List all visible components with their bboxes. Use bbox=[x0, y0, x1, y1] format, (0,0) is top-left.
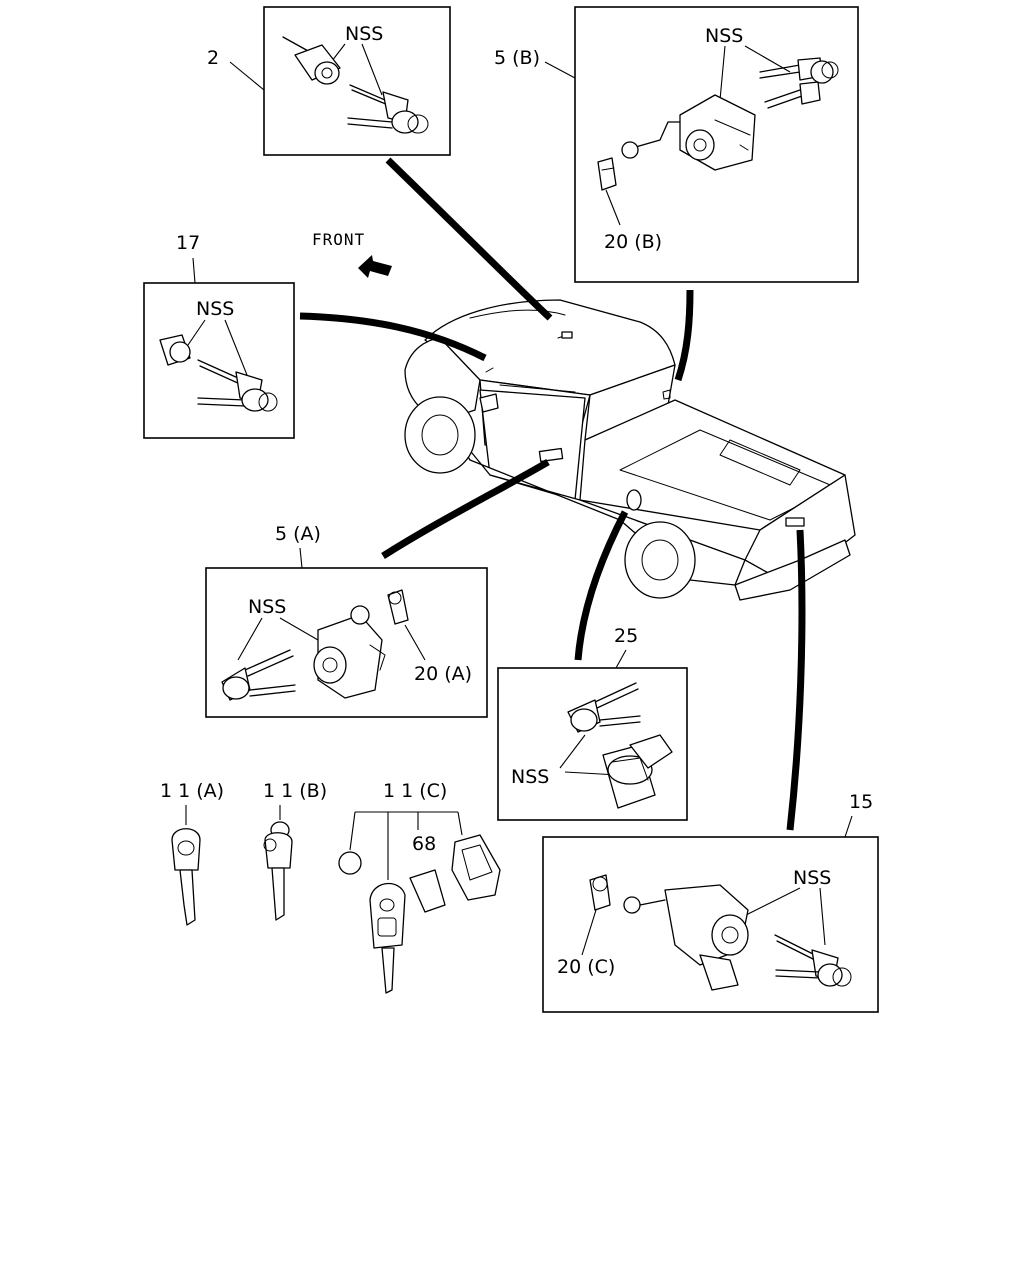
front-direction-indicator: FRONT bbox=[312, 230, 392, 278]
front-label: FRONT bbox=[312, 230, 365, 249]
nss-label-part-25: NSS bbox=[511, 766, 549, 788]
callout-box-part-5b: 5 (B) NSS 20 (B) bbox=[494, 6, 859, 283]
key-variants-group: 1 1 (A) 1 1 (B) 1 1 (C) 68 bbox=[160, 780, 501, 994]
callout-box-part-5a: 5 (A) NSS 20 (A) bbox=[205, 523, 488, 718]
part-5a-label: 5 (A) bbox=[275, 523, 321, 545]
part-68-label: 68 bbox=[412, 833, 436, 855]
door-lock-cylinder-icon bbox=[313, 605, 386, 699]
rear-lock-cylinder-icon bbox=[623, 884, 749, 991]
nss-label-part-17: NSS bbox=[196, 298, 234, 320]
front-arrow-icon bbox=[358, 255, 392, 278]
part-2-label: 2 bbox=[207, 47, 219, 69]
ignition-cylinder-icon bbox=[282, 36, 341, 85]
nss-label-part-15: NSS bbox=[793, 867, 831, 889]
part-25-label: 25 bbox=[614, 625, 638, 647]
part-20c-label: 20 (C) bbox=[557, 956, 615, 978]
battery-icon bbox=[338, 851, 362, 875]
nss-label-part-5a: NSS bbox=[248, 596, 286, 618]
clip-20a-icon bbox=[387, 589, 409, 625]
key-pair-icon bbox=[567, 682, 641, 733]
fuel-lid-lock-icon bbox=[602, 734, 673, 809]
key-pair-icon bbox=[774, 934, 852, 987]
key-pair-icon bbox=[197, 359, 278, 412]
part-11b-label: 1 1 (B) bbox=[263, 780, 327, 802]
connector-bands bbox=[299, 157, 806, 831]
part-20b-label: 20 (B) bbox=[604, 231, 662, 253]
part-5b-label: 5 (B) bbox=[494, 47, 540, 69]
key-pair-icon bbox=[759, 57, 839, 109]
callout-box-part-2: 2 NSS bbox=[207, 6, 451, 156]
remote-case-icon bbox=[451, 834, 501, 901]
nss-label-part-2: NSS bbox=[345, 23, 383, 45]
tailgate-lock-assembly-icon bbox=[621, 94, 756, 171]
key-11a-icon bbox=[171, 828, 201, 926]
pickup-truck-illustration bbox=[404, 299, 856, 601]
nss-label-part-5b: NSS bbox=[705, 25, 743, 47]
callout-box-part-17: 17 NSS bbox=[143, 232, 295, 439]
key-pair-icon bbox=[221, 649, 296, 701]
callout-box-part-25: 25 NSS bbox=[497, 625, 688, 821]
glovebox-cylinder-icon bbox=[159, 334, 191, 366]
cover-68-icon bbox=[409, 869, 446, 913]
part-17-label: 17 bbox=[176, 232, 200, 254]
part-11c-label: 1 1 (C) bbox=[383, 780, 447, 802]
clip-20c-icon bbox=[589, 874, 611, 911]
key-pair-icon bbox=[347, 84, 429, 134]
part-15-label: 15 bbox=[849, 791, 873, 813]
part-20a-label: 20 (A) bbox=[414, 663, 472, 685]
callout-box-part-15: 15 NSS 20 (C) bbox=[542, 791, 879, 1013]
part-11a-label: 1 1 (A) bbox=[160, 780, 224, 802]
remote-key-11c-icon bbox=[369, 882, 406, 994]
key-11b-icon bbox=[263, 821, 293, 921]
clip-20b-icon bbox=[597, 157, 617, 191]
